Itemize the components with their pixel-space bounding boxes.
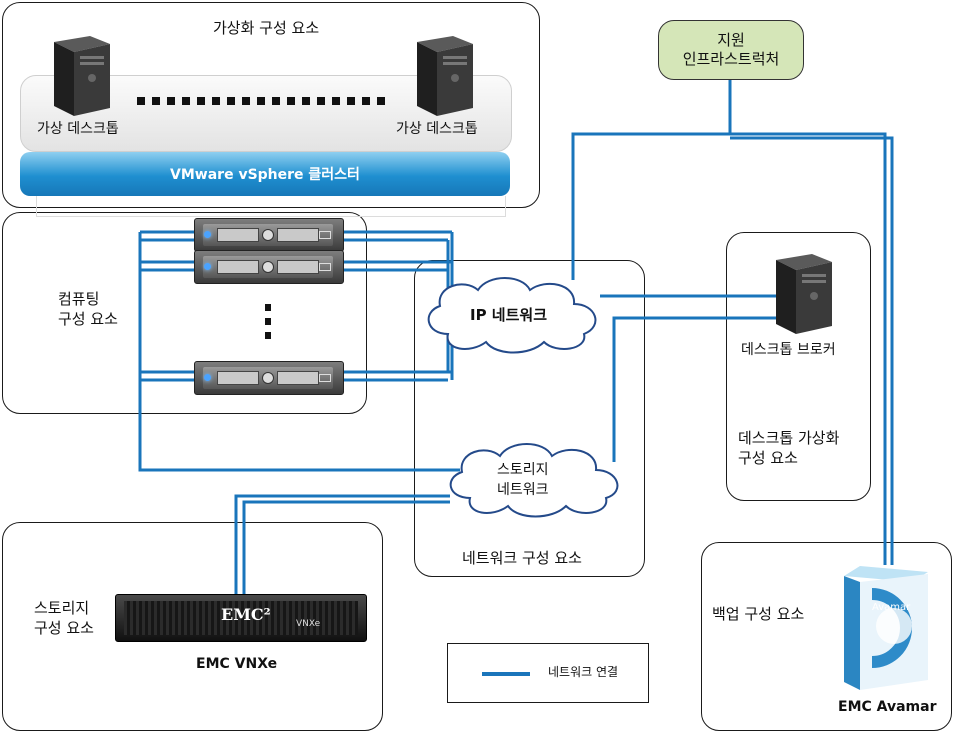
storage-network-cloud-icon (449, 443, 619, 518)
network-title: 네트워크 구성 요소 (462, 549, 582, 567)
server-ellipsis (265, 304, 271, 344)
emc-logo: EMC² (221, 605, 271, 624)
support-infrastructure-box: 지원 인프라스트럭처 (658, 20, 804, 80)
ip-network-cloud-icon (427, 277, 597, 354)
vsphere-cluster-label: VMware vSphere 클러스터 (170, 167, 360, 183)
ip-to-support (571, 78, 732, 280)
compute-server-2 (194, 250, 344, 284)
avamar-box-text: Avamar (872, 602, 911, 613)
support-to-backup-b (730, 136, 894, 565)
legend: 네트워크 연결 (447, 643, 649, 703)
emc-vnxe-label: EMC VNXe (196, 656, 278, 672)
legend-swatch (482, 672, 530, 676)
storage-net-to-broker (612, 316, 780, 462)
compute-title: 컴퓨팅 구성 요소 (58, 290, 118, 328)
storage-network-label: 스토리지 네트워크 (497, 462, 549, 498)
compute-server-3 (194, 361, 344, 395)
virtual-desktop-right-icon (417, 36, 473, 116)
virtual-desktop-left-label: 가상 데스크톱 (37, 121, 119, 137)
support-infrastructure-label: 지원 인프라스트럭처 (682, 31, 780, 68)
virtual-desktop-right-label: 가상 데스크톱 (396, 121, 478, 137)
storage-net-to-vnxe-a (234, 494, 450, 596)
compute-left-trunk (138, 232, 460, 472)
cluster-base (36, 196, 506, 217)
emc-avamar-label: EMC Avamar (838, 699, 937, 715)
storage-title: 스토리지 구성 요소 (34, 599, 94, 637)
legend-label: 네트워크 연결 (548, 665, 619, 679)
ip-network-label: IP 네트워크 (470, 306, 547, 324)
compute-server-1 (194, 218, 344, 252)
desktop-broker-icon (776, 254, 832, 334)
backup-title: 백업 구성 요소 (712, 605, 805, 623)
vsphere-cluster-bar: VMware vSphere 클러스터 (20, 152, 510, 196)
virtualization-title: 가상화 구성 요소 (213, 19, 320, 37)
storage-net-to-vnxe-b (242, 500, 450, 596)
vnxe-model-mark: VNXe (296, 619, 321, 629)
desktop-broker-label: 데스크톱 브로커 (741, 342, 836, 358)
emc-avamar-box-icon: Avamar (844, 566, 928, 690)
support-to-backup-a (730, 132, 887, 565)
virtual-desktop-left-icon (54, 36, 110, 116)
desktop-virtualization-title: 데스크톱 가상화 구성 요소 (738, 429, 840, 467)
emc-vnxe-device: EMC² VNXe (115, 594, 367, 642)
desktop-ellipsis (137, 97, 387, 105)
